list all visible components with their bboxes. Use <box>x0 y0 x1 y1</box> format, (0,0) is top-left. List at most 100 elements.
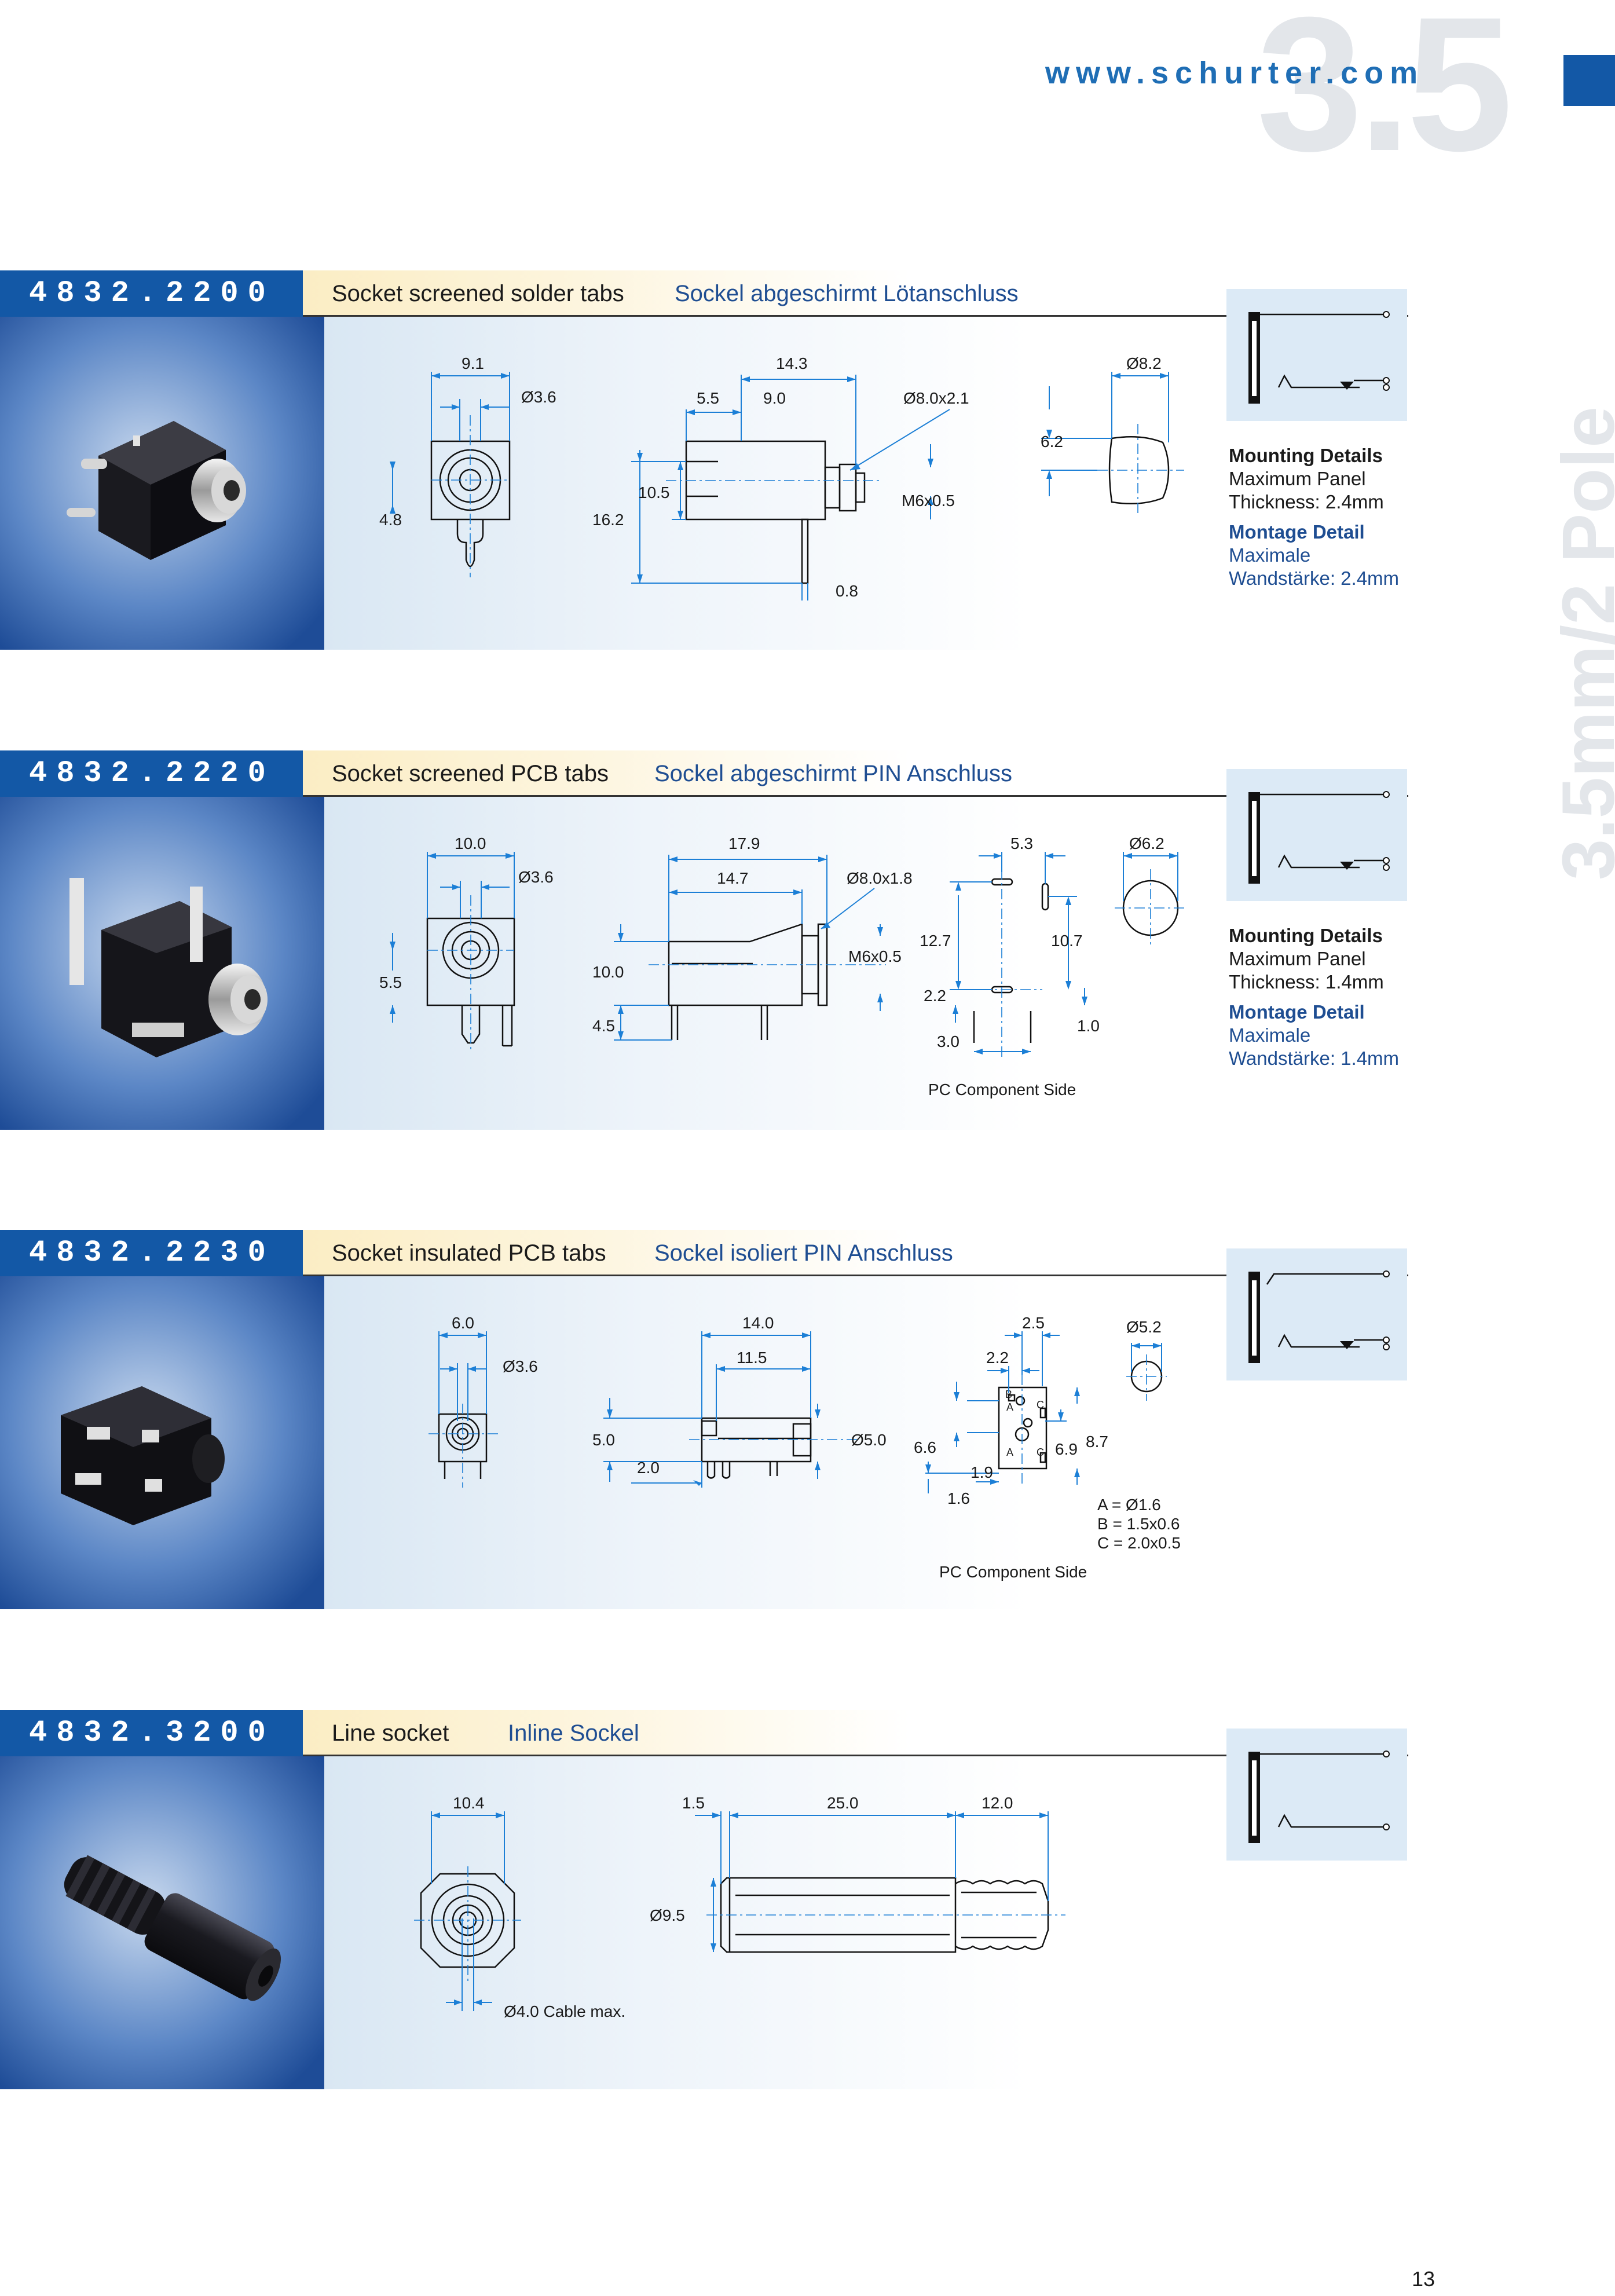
svg-text:5.0: 5.0 <box>592 1431 615 1449</box>
svg-text:9.1: 9.1 <box>462 354 484 372</box>
product-photo <box>0 797 324 1130</box>
svg-text:A = Ø1.6: A = Ø1.6 <box>1097 1496 1161 1514</box>
svg-text:Ø3.6: Ø3.6 <box>518 868 554 886</box>
mounting-details: Mounting Details Maximum Panel Thickness… <box>1229 445 1400 589</box>
svg-text:1.6: 1.6 <box>947 1489 970 1507</box>
svg-text:10.5: 10.5 <box>638 484 670 501</box>
svg-text:12.0: 12.0 <box>982 1794 1013 1812</box>
svg-text:10.7: 10.7 <box>1051 932 1083 950</box>
svg-text:2.0: 2.0 <box>637 1459 660 1477</box>
svg-text:6.2: 6.2 <box>1041 433 1063 451</box>
svg-text:4.8: 4.8 <box>379 511 402 529</box>
side-view: 17.9 14.7 Ø8.0x1.8 10.0 4.5 M6x0.5 <box>592 834 913 1041</box>
svg-text:11.5: 11.5 <box>737 1349 767 1367</box>
title-german: Sockel isoliert PIN Anschluss <box>654 1240 953 1266</box>
pcb-layout: 5.3 12.7 10.7 2.2 3.0 1.0 PC Component S… <box>920 834 1100 1098</box>
product-section-4832-3200: 4832.3200 Line socket Inline Sockel 10.4… <box>0 1710 1408 2089</box>
product-section-4832-2230: 4832.2230 Socket insulated PCB tabs Sock… <box>0 1230 1408 1609</box>
title-english: Socket insulated PCB tabs <box>332 1240 606 1266</box>
svg-text:Ø3.6: Ø3.6 <box>521 388 556 406</box>
svg-text:Ø8.0x1.8: Ø8.0x1.8 <box>847 869 913 887</box>
svg-text:3.0: 3.0 <box>937 1032 960 1050</box>
svg-text:C = 2.0x0.5: C = 2.0x0.5 <box>1097 1534 1181 1552</box>
side-view: 1.5 25.0 12.0 Ø9.5 <box>650 1794 1065 1953</box>
svg-text:14.7: 14.7 <box>717 869 749 887</box>
svg-text:B: B <box>1005 1389 1012 1400</box>
title-german: Sockel abgeschirmt Lötanschluss <box>675 281 1019 306</box>
title-english: Line socket <box>332 1720 449 1746</box>
svg-text:Ø6.2: Ø6.2 <box>1129 834 1164 852</box>
page-number: 13 <box>1412 2267 1435 2291</box>
technical-drawing: 10.4 Ø4.0 Cable max. 1.5 25.0 12.0 Ø9.5 <box>414 1794 1065 2020</box>
svg-text:Ø5.2: Ø5.2 <box>1126 1318 1162 1336</box>
contact-schematic <box>1226 1729 1407 1861</box>
svg-text:Ø4.0 Cable max.: Ø4.0 Cable max. <box>504 2002 625 2020</box>
svg-text:0.8: 0.8 <box>836 582 858 600</box>
section-header: Socket insulated PCB tabs Sockel isolier… <box>303 1230 1408 1276</box>
front-view: 6.0 Ø3.6 <box>429 1314 538 1488</box>
svg-text:16.2: 16.2 <box>592 511 624 529</box>
panel-cutout: Ø8.2 6.2 <box>1041 354 1184 514</box>
side-view: 14.0 11.5 5.0 2.0 Ø5.0 <box>592 1314 887 1488</box>
svg-text:10.0: 10.0 <box>455 834 486 852</box>
svg-text:6.9: 6.9 <box>1055 1440 1078 1458</box>
mounting-details: Mounting Details Maximum Panel Thickness… <box>1229 925 1400 1069</box>
contact-schematic <box>1226 289 1407 421</box>
title-german: Sockel abgeschirmt PIN Anschluss <box>654 761 1013 786</box>
part-number: 4832.2230 <box>0 1230 303 1276</box>
svg-text:1.9: 1.9 <box>971 1463 993 1481</box>
svg-text:6.0: 6.0 <box>452 1314 474 1332</box>
svg-text:8.7: 8.7 <box>1086 1433 1108 1451</box>
front-view: 9.1 Ø3.6 4.8 <box>379 354 556 577</box>
svg-text:14.3: 14.3 <box>776 354 808 372</box>
svg-text:B = 1.5x0.6: B = 1.5x0.6 <box>1097 1515 1180 1533</box>
part-number: 4832.2200 <box>0 270 303 317</box>
svg-text:25.0: 25.0 <box>827 1794 859 1812</box>
product-photo <box>0 1756 324 2089</box>
svg-text:2.5: 2.5 <box>1022 1314 1045 1332</box>
svg-text:1.0: 1.0 <box>1077 1017 1100 1035</box>
svg-text:PC Component Side: PC Component Side <box>928 1081 1076 1098</box>
pcb-layout: B A C A C 2.5 2.2 6.6 6.9 8.7 <box>914 1314 1181 1581</box>
contact-schematic <box>1226 1248 1407 1380</box>
contact-schematic <box>1226 769 1407 901</box>
svg-text:Ø9.5: Ø9.5 <box>650 1906 685 1924</box>
technical-drawing: 6.0 Ø3.6 14.0 11.5 5.0 <box>429 1314 1181 1581</box>
svg-text:2.2: 2.2 <box>924 987 946 1005</box>
svg-text:PC Component Side: PC Component Side <box>939 1563 1087 1581</box>
svg-text:Ø5.0: Ø5.0 <box>851 1431 887 1449</box>
section-header: Line socket Inline Sockel <box>303 1710 1408 1756</box>
website-url[interactable]: www.schurter.com <box>1045 56 1424 90</box>
technical-drawing: 9.1 Ø3.6 4.8 14.3 5.5 9.0 Ø8.0 <box>379 354 1184 600</box>
svg-text:5.3: 5.3 <box>1010 834 1033 852</box>
svg-text:10.0: 10.0 <box>592 963 624 981</box>
part-number: 4832.3200 <box>0 1710 303 1756</box>
technical-drawing: 10.0 Ø3.6 5.5 17.9 14.7 Ø8.0x1.8 <box>379 834 1187 1098</box>
svg-text:4.5: 4.5 <box>592 1017 615 1035</box>
section-header: Socket screened solder tabs Sockel abges… <box>303 270 1408 317</box>
panel-cutout: Ø6.2 <box>1115 834 1187 947</box>
product-section-4832-2220: 4832.2220 Socket screened PCB tabs Socke… <box>0 750 1408 1130</box>
svg-text:Ø8.2: Ø8.2 <box>1126 354 1162 372</box>
svg-text:M6x0.5: M6x0.5 <box>848 947 902 965</box>
svg-text:C: C <box>1037 1447 1044 1458</box>
svg-text:C: C <box>1037 1399 1044 1411</box>
title-english: Socket screened solder tabs <box>332 281 624 306</box>
vertical-section-title: 3.5mm/2 Pole <box>1547 406 1615 880</box>
side-view: 14.3 5.5 9.0 Ø8.0x2.1 16.2 10.5 M6x0.5 0… <box>592 354 969 600</box>
product-photo <box>0 317 324 650</box>
svg-text:2.2: 2.2 <box>986 1349 1009 1367</box>
svg-text:14.0: 14.0 <box>742 1314 774 1332</box>
svg-text:M6x0.5: M6x0.5 <box>902 492 955 510</box>
blue-tab-marker <box>1563 55 1615 106</box>
svg-text:A: A <box>1006 1401 1013 1413</box>
svg-text:5.5: 5.5 <box>697 389 719 407</box>
svg-text:9.0: 9.0 <box>763 389 786 407</box>
svg-text:Ø8.0x2.1: Ø8.0x2.1 <box>903 389 969 407</box>
panel-cutout: Ø5.2 <box>1126 1318 1167 1401</box>
svg-text:12.7: 12.7 <box>920 932 951 950</box>
svg-text:5.5: 5.5 <box>379 973 402 991</box>
svg-text:1.5: 1.5 <box>682 1794 705 1812</box>
svg-text:6.6: 6.6 <box>914 1438 936 1456</box>
section-header: Socket screened PCB tabs Sockel abgeschi… <box>303 750 1408 797</box>
